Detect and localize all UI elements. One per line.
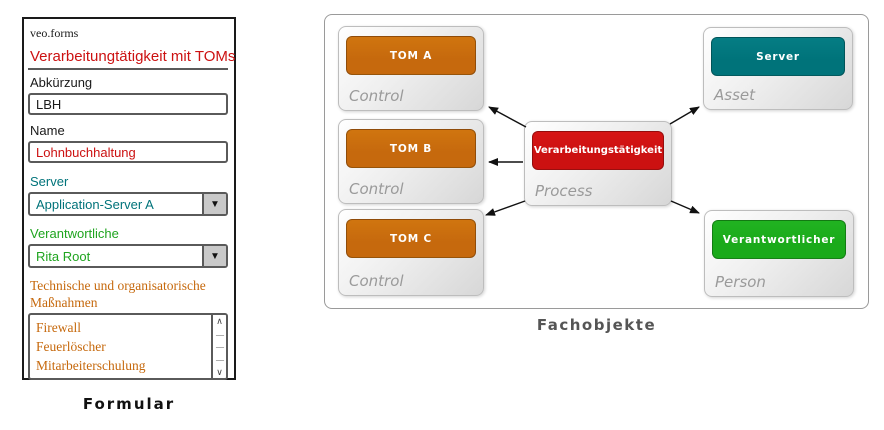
scrollbar-line-icon: —: [216, 342, 224, 351]
scrollbar-line-icon: —: [216, 329, 224, 339]
diagram-caption: Fachobjekte: [536, 316, 657, 334]
node-process: Verarbeitungstätigkeit Process: [524, 121, 672, 206]
responsible-select-value: Rita Root: [36, 248, 91, 264]
abbreviation-input[interactable]: LBH: [28, 93, 228, 115]
node-server-box: Server: [711, 37, 845, 76]
node-server-type: Asset: [714, 86, 756, 104]
server-dropdown-button[interactable]: ▼: [202, 194, 226, 214]
veo-form-mockup: veo.forms Verarbeitungtätigkeit mit TOMs…: [22, 17, 236, 380]
responsible-label: Verantwortliche: [30, 226, 119, 241]
node-tom-a-type: Control: [349, 87, 404, 105]
node-tom-b-box: TOM B: [346, 129, 476, 168]
responsible-select[interactable]: Rita Root ▼: [28, 244, 228, 268]
node-person: Verantwortlicher Person: [704, 210, 854, 297]
node-person-type: Person: [715, 273, 766, 291]
node-tom-b-type: Control: [349, 180, 404, 198]
name-input[interactable]: Lohnbuchhaltung: [28, 141, 228, 163]
node-server: Server Asset: [703, 27, 853, 110]
form-title: Verarbeitungtätigkeit mit TOMs: [30, 48, 236, 65]
form-caption: Formular: [82, 395, 176, 413]
toms-list: Firewall Feuerlöscher Mitarbeiterschulun…: [30, 315, 211, 378]
node-process-box: Verarbeitungstätigkeit: [532, 131, 664, 170]
title-underline: [28, 68, 228, 70]
toms-listbox[interactable]: Firewall Feuerlöscher Mitarbeiterschulun…: [28, 313, 228, 380]
node-tom-c: TOM C Control: [338, 209, 484, 296]
node-tom-c-box: TOM C: [346, 219, 476, 258]
fachobjekte-diagram: TOM A Control TOM B Control TOM C Contro…: [324, 14, 869, 309]
dropdown-arrow-icon: ▼: [210, 198, 220, 210]
node-tom-a: TOM A Control: [338, 26, 484, 111]
list-item[interactable]: Firewall: [36, 320, 81, 335]
scrollbar-line-icon: —: [216, 354, 224, 364]
node-person-box: Verantwortlicher: [712, 220, 846, 259]
scroll-down-icon[interactable]: ∨: [216, 367, 223, 377]
scroll-up-icon[interactable]: ∧: [216, 316, 223, 326]
toms-label-line2: Maßnahmen: [30, 295, 98, 310]
dropdown-arrow-icon: ▼: [210, 250, 220, 262]
toms-label-line1: Technische und organisatorische: [30, 278, 206, 293]
list-item[interactable]: Feuerlöscher: [36, 339, 106, 354]
responsible-dropdown-button[interactable]: ▼: [202, 246, 226, 266]
name-label: Name: [30, 123, 65, 138]
listbox-scrollbar[interactable]: ∧ — — — ∨: [211, 315, 226, 378]
brand-label: veo.forms: [30, 26, 79, 40]
node-tom-c-type: Control: [349, 272, 404, 290]
node-process-type: Process: [535, 182, 593, 200]
server-select-value: Application-Server A: [36, 196, 154, 212]
toms-label: Technische und organisatorische Maßnahme…: [30, 277, 228, 311]
abbreviation-label: Abkürzung: [30, 75, 93, 90]
server-select[interactable]: Application-Server A ▼: [28, 192, 228, 216]
node-tom-a-box: TOM A: [346, 36, 476, 75]
server-label: Server: [30, 174, 69, 189]
list-item[interactable]: Mitarbeiterschulung: [36, 358, 146, 373]
node-tom-b: TOM B Control: [338, 119, 484, 204]
